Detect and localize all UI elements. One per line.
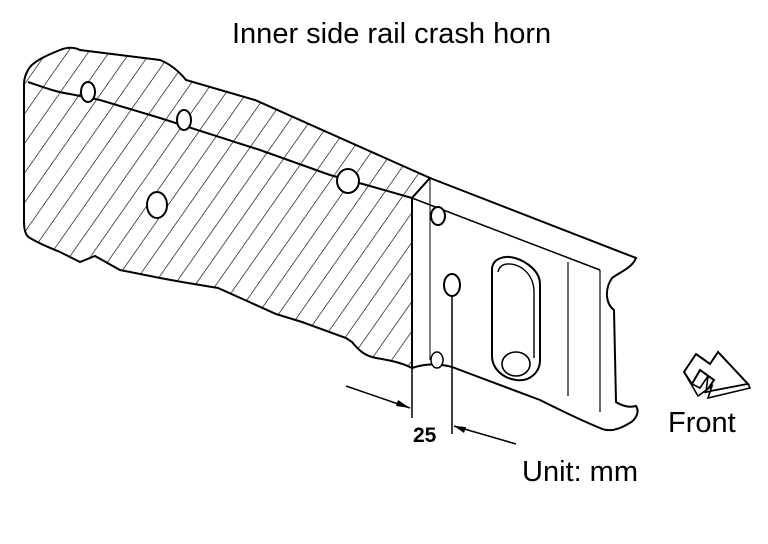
front-label: Front (668, 407, 736, 439)
diagram-title: Inner side rail crash horn (232, 18, 552, 50)
remaining-section (411, 176, 639, 432)
front-arrow-icon (682, 350, 752, 400)
dimension-lines (345, 296, 517, 445)
hatched-section (23, 46, 432, 370)
unit-label: Unit: mm (522, 456, 638, 488)
dimension-value: 25 (413, 424, 437, 447)
